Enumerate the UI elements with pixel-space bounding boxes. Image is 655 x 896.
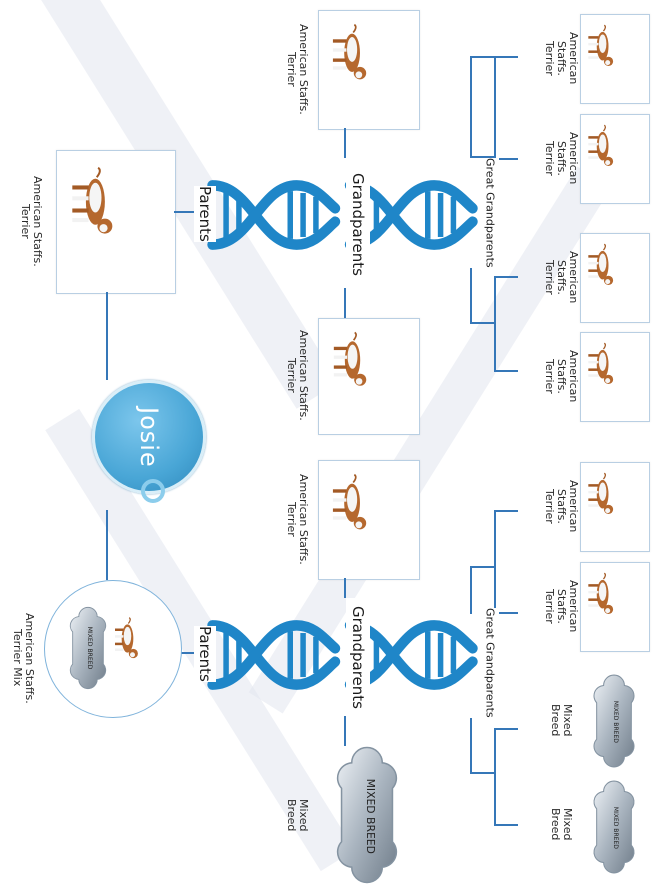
connector-line — [344, 128, 346, 158]
great-grandparents-label: Great Grandparents — [481, 158, 499, 268]
connector-line — [494, 510, 496, 614]
connector-line — [494, 824, 518, 826]
connector-line — [106, 510, 108, 580]
dog-photo — [586, 21, 644, 97]
parent-photo-mixed: MIXED BREED — [44, 580, 182, 718]
grandparent-breed-label: Mixed Breed — [285, 798, 310, 832]
bone-tag-icon: MIXED BREED — [588, 672, 640, 770]
great-grandparent-breed-label: American Staffs. Terrier — [543, 479, 580, 533]
connector-line — [470, 566, 494, 568]
connector-line — [494, 56, 518, 58]
grandparents-label: Grandparents — [346, 160, 370, 288]
great-grandparent-breed-label: American Staffs. Terrier — [543, 131, 580, 185]
great-grandparent-breed-label: Mixed Breed — [549, 703, 574, 737]
dog-photo — [586, 339, 644, 415]
dog-photo — [586, 240, 644, 316]
connector-line — [470, 718, 472, 774]
connector-line — [470, 566, 472, 614]
great-grandparent-breed-label: American Staffs. Terrier — [543, 250, 580, 304]
dog-tag-icon: Josie — [92, 380, 206, 494]
svg-text:MIXED BREED: MIXED BREED — [364, 779, 377, 854]
grandparent-photo — [318, 318, 420, 435]
grandparent-photo — [318, 10, 420, 130]
great-grandparent-photo — [580, 14, 650, 104]
svg-text:MIXED BREED: MIXED BREED — [612, 807, 619, 850]
connector-line — [494, 158, 518, 160]
connector-line — [494, 56, 496, 160]
great-grandparent-photo — [580, 114, 650, 204]
dog-photo — [586, 469, 644, 545]
grandparent-breed-label: American Staffs. Terrier — [285, 330, 310, 421]
connector-line — [494, 728, 518, 730]
connector-line — [494, 276, 518, 278]
connector-line — [470, 268, 472, 324]
connector-line — [174, 211, 200, 213]
bone-tag-icon: MIXED BREED — [588, 778, 640, 876]
connector-line — [494, 728, 496, 826]
great-grandparents-label: Great Grandparents — [481, 608, 499, 718]
dog-photo — [65, 161, 166, 283]
great-grandparent-photo — [580, 462, 650, 552]
subject-name: Josie — [135, 406, 163, 468]
great-grandparent-breed-label: American Staffs. Terrier — [543, 31, 580, 85]
bone-tag-icon: MIXED BREED — [322, 745, 412, 885]
great-grandparent-photo — [580, 332, 650, 422]
connector-line — [470, 772, 494, 774]
great-grandparent-photo — [580, 233, 650, 323]
parent-breed-label: American Staffs. Terrier — [19, 175, 44, 267]
connector-line — [106, 292, 108, 380]
parents-label: Parents — [194, 186, 216, 242]
svg-text:MIXED BREED: MIXED BREED — [86, 627, 93, 670]
connector-line — [470, 56, 494, 58]
svg-text:MIXED BREED: MIXED BREED — [612, 701, 619, 744]
connector-line — [344, 288, 346, 318]
connector-line — [494, 510, 518, 512]
connector-line — [494, 370, 518, 372]
grandparent-breed-label: American Staffs. Terrier — [285, 473, 310, 565]
dog-photo — [586, 569, 644, 645]
great-grandparent-photo — [580, 562, 650, 652]
parent-photo — [56, 150, 176, 294]
connector-line — [494, 612, 518, 614]
connector-line — [344, 578, 346, 598]
dog-photo — [115, 611, 165, 691]
great-grandparent-breed-label: American Staffs. Terrier — [543, 349, 580, 403]
connector-line — [470, 156, 494, 158]
bone-tag-icon: MIXED BREED — [65, 605, 111, 691]
great-grandparent-breed-label: Mixed Breed — [549, 807, 574, 841]
dog-photo — [326, 327, 412, 426]
tag-ring — [141, 479, 165, 503]
connector-line — [470, 322, 494, 324]
parent-breed-label: American Staffs. Terrier Mix — [11, 612, 36, 704]
grandparent-photo — [318, 460, 420, 580]
great-grandparent-breed-label: American Staffs. Terrier — [543, 579, 580, 633]
josie-tag: Josie — [92, 380, 206, 503]
grandparents-label: Grandparents — [346, 598, 370, 716]
dog-photo — [586, 121, 644, 197]
dog-photo — [326, 469, 412, 570]
dna-icon — [205, 612, 480, 698]
connector-line — [344, 716, 346, 746]
connector-line — [174, 652, 200, 654]
dog-photo — [326, 19, 412, 120]
connector-line — [494, 276, 496, 372]
grandparent-breed-label: American Staffs. Terrier — [285, 23, 310, 115]
dna-icon — [205, 172, 480, 258]
parents-label: Parents — [194, 626, 216, 682]
connector-line — [470, 56, 472, 158]
